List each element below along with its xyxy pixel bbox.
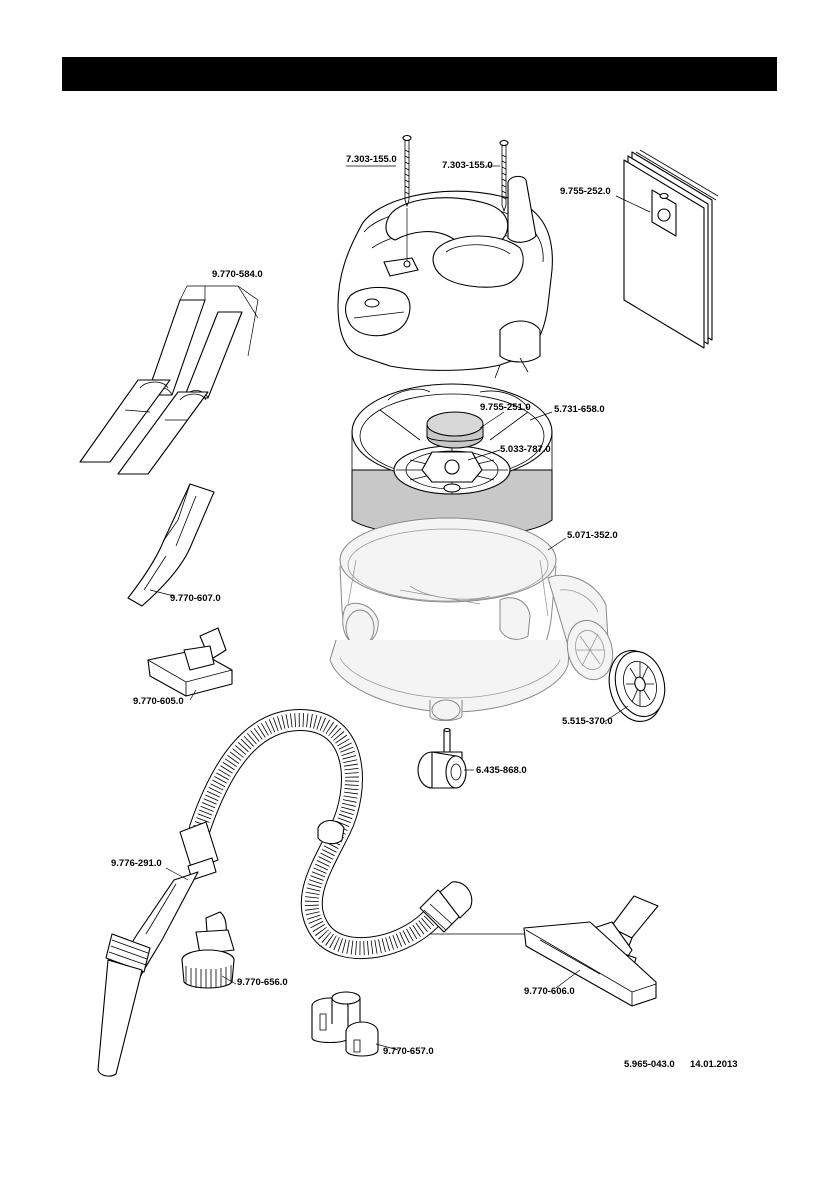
header-bar xyxy=(62,57,777,91)
part-label: 9.755-251.0 xyxy=(480,402,531,413)
floor-nozzle-drawing xyxy=(523,895,659,1007)
part-labels: 7.303-155.0 7.303-155.0 9.755-252.0 9.77… xyxy=(111,154,618,1057)
crevice-nozzle-drawing xyxy=(127,483,215,607)
leader-lines xyxy=(149,165,651,989)
part-label: 9.770-657.0 xyxy=(383,1046,434,1057)
castor-drawing xyxy=(417,727,467,789)
suction-hose-drawing xyxy=(97,708,530,1077)
filter-disc-drawing xyxy=(426,411,484,449)
part-label: 9.755-252.0 xyxy=(560,186,611,197)
extension-tubes-drawing xyxy=(79,285,259,475)
part-label: 7.303-155.0 xyxy=(442,160,493,171)
part-label: 9.770-605.0 xyxy=(133,696,184,707)
suction-brush-drawing xyxy=(181,911,235,989)
part-label: 9.770-656.0 xyxy=(237,977,288,988)
container-drawing xyxy=(329,517,609,721)
footer: 5.965-043.0 14.01.2013 xyxy=(624,1059,738,1070)
part-label: 5.033-787.0 xyxy=(500,444,551,455)
part-label: 5.515-370.0 xyxy=(562,716,613,727)
part-label: 9.770-607.0 xyxy=(170,593,221,604)
filter-bag-drawing xyxy=(623,149,719,349)
screw-left-drawing xyxy=(402,134,412,268)
part-label: 5.071-352.0 xyxy=(567,530,618,541)
doc-number: 5.965-043.0 xyxy=(624,1059,675,1070)
part-label: 9.776-291.0 xyxy=(111,858,162,869)
accessory-holder-drawing xyxy=(311,991,399,1057)
rear-wheel-drawing xyxy=(566,619,614,681)
upholstery-nozzle-drawing xyxy=(147,627,233,697)
part-label: 7.303-155.0 xyxy=(346,154,397,165)
doc-date: 14.01.2013 xyxy=(690,1059,738,1070)
part-label: 9.770-584.0 xyxy=(212,269,263,280)
part-label: 6.435-868.0 xyxy=(476,765,527,776)
wheel-drawing xyxy=(608,650,666,722)
part-label: 9.770-606.0 xyxy=(524,986,575,997)
motor-head-drawing xyxy=(337,175,553,379)
screw-right-drawing xyxy=(499,139,509,213)
part-label: 5.731-658.0 xyxy=(554,404,605,415)
